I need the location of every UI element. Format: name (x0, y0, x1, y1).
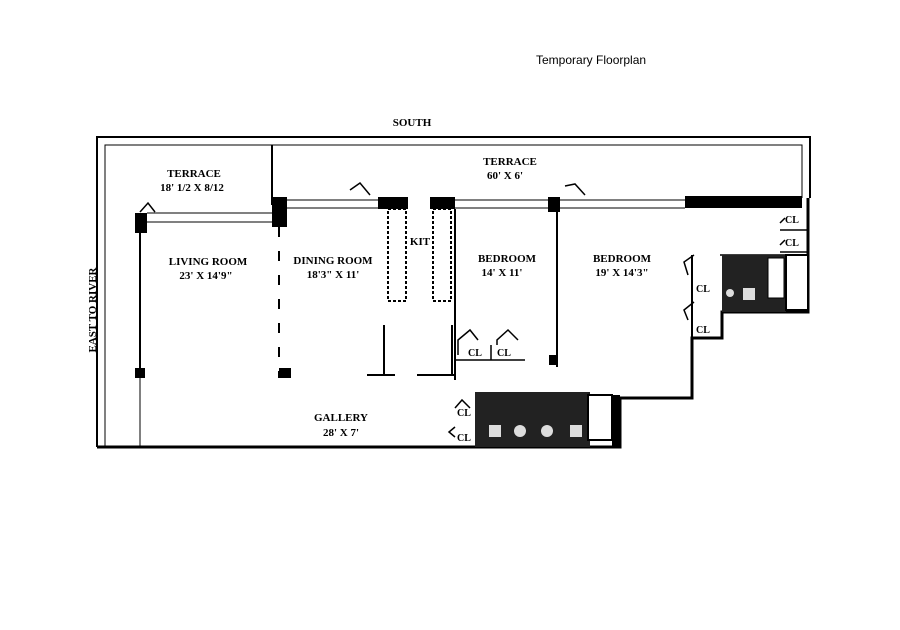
room-size-bedroom-1: 14' X 11' (482, 267, 523, 279)
floorplan-caption: Temporary Floorplan (536, 53, 647, 67)
room-name-living: LIVING ROOM (169, 256, 248, 268)
orientation-east-label: EAST TO RIVER (87, 266, 99, 352)
exterior-walls (97, 196, 810, 449)
terrace-outline (96, 136, 811, 447)
room-size-terrace-small: 18' 1/2 X 8/12 (160, 182, 224, 194)
closet-label: CL (457, 433, 471, 444)
room-name-dining: DINING ROOM (293, 255, 373, 267)
room-name-bedroom-1: BEDROOM (478, 253, 537, 265)
room-size-bedroom-2: 19' X 14'3" (595, 267, 648, 279)
room-name-gallery: GALLERY (314, 412, 368, 424)
room-size-living: 23' X 14'9" (179, 270, 232, 282)
closet-label: CL (696, 325, 710, 336)
room-name-bedroom-2: BEDROOM (593, 253, 652, 265)
room-size-gallery: 28' X 7' (323, 427, 359, 439)
closet-doors (139, 181, 786, 438)
closet-label: CL (785, 215, 799, 226)
closet-label: CL (497, 348, 511, 359)
bathroom-gallery (475, 392, 620, 447)
room-name-terrace-small: TERRACE (167, 168, 221, 180)
closet-label: CL (785, 238, 799, 249)
room-name-terrace-large: TERRACE (483, 156, 537, 168)
orientation-south-label: SOUTH (393, 117, 432, 129)
closet-label: CL (457, 408, 471, 419)
room-size-dining: 18'3" X 11' (307, 269, 360, 281)
room-size-terrace-large: 60' X 6' (487, 170, 523, 182)
bathroom-right (722, 254, 809, 312)
closet-label: CL (468, 348, 482, 359)
kitchen-counters (387, 208, 452, 302)
interior-walls (278, 209, 558, 380)
closet-label: CL (696, 284, 710, 295)
room-name-kitchen: KIT (410, 236, 431, 248)
